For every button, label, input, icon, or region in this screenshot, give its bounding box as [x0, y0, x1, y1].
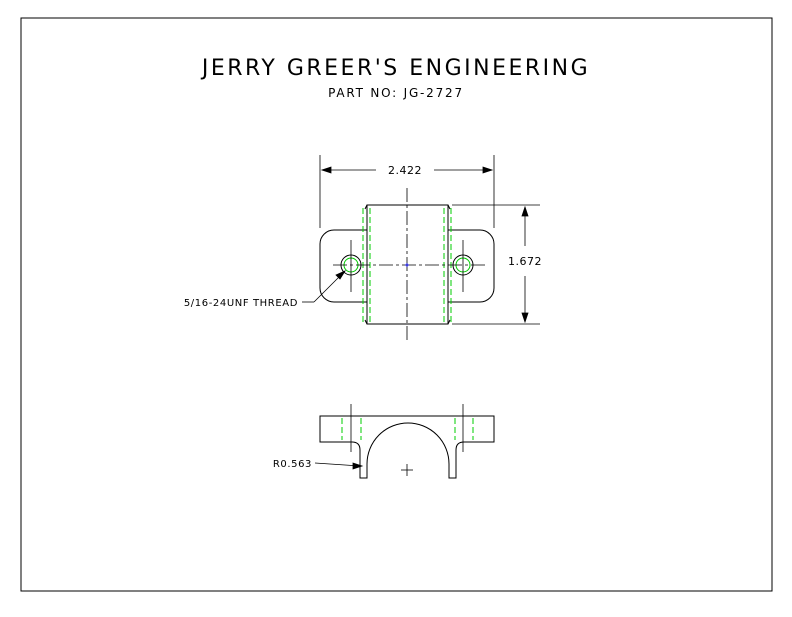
dim-width-label: 2.422 — [388, 164, 422, 177]
sheet-border — [20, 17, 773, 592]
height-dimension — [452, 204, 540, 325]
front-view — [319, 415, 495, 479]
dim-height-label: 1.672 — [508, 255, 542, 268]
front-profile — [319, 415, 495, 479]
part-number: PART NO: JG-2727 — [328, 86, 464, 100]
thread-note: 5/16-24UNF THREAD — [184, 298, 298, 309]
thread-leader — [302, 270, 347, 303]
width-dimension — [319, 155, 495, 228]
front-view-center-lines — [350, 404, 464, 476]
front-view-hidden-lines — [341, 418, 474, 440]
center-marks — [405, 263, 409, 267]
company-title: JERRY GREER'S ENGINEERING — [200, 56, 590, 81]
radius-note: R0.563 — [273, 459, 312, 470]
radius-leader — [314, 462, 364, 470]
